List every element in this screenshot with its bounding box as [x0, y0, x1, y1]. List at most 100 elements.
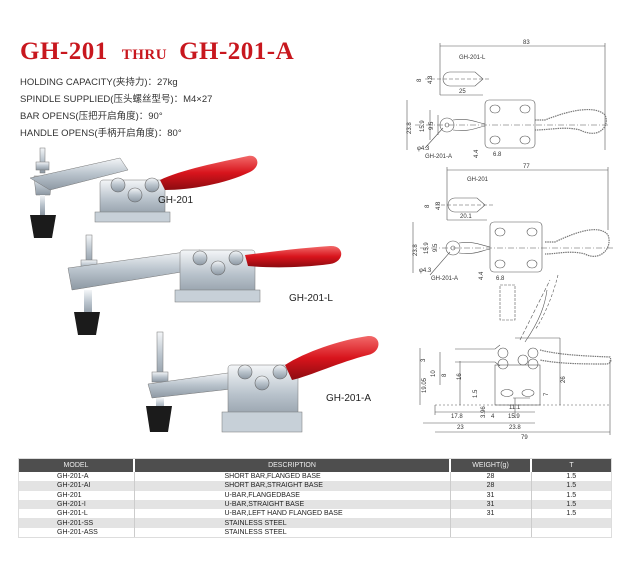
dim-side-238: 23.8 [509, 425, 521, 431]
cell-description: U-BAR,FLANGEDBASE [134, 490, 451, 500]
cell-description: SHORT BAR,FLANGED BASE [134, 472, 451, 482]
technical-drawings: 83 GH-201-L 8 4.8 25 23.8 15.9 9.5 φ4.3 … [406, 40, 613, 441]
product-gh-201-a-image [146, 331, 379, 433]
dim-top-h95: 9.5 [429, 121, 435, 130]
col-header-t: T [531, 459, 611, 472]
callout-top-a: GH-201-A [425, 154, 452, 160]
dim-side-111: 11.1 [509, 405, 521, 411]
cell-description: STAINLESS STEEL [134, 518, 451, 528]
cell-t [531, 527, 611, 538]
dim-side-7: 7 [544, 392, 550, 396]
cell-t: 1.5 [531, 499, 611, 510]
dim-top-overall: 83 [523, 40, 530, 46]
dim-top-h159: 15.9 [420, 120, 426, 132]
product-label-gh-201-a: GH-201-A [326, 393, 372, 404]
dim-side-396: 3.96 [481, 406, 487, 418]
title-model-from: GH-201 [20, 38, 108, 65]
dim-mid-h48: 4.8 [436, 201, 442, 210]
drawing-top-view-l [406, 43, 610, 150]
cell-t: 1.5 [531, 481, 611, 491]
dim-side-10: 10 [431, 370, 437, 377]
drawing-side-view [419, 279, 612, 435]
cell-weight: 31 [450, 509, 532, 519]
spec-bar-opens: BAR OPENS(压把开启角度)：90° [20, 111, 163, 122]
dim-top-h48: 4.8 [428, 75, 434, 84]
dim-side-23: 23 [457, 425, 464, 431]
cell-description: U-BAR,LEFT HAND FLANGED BASE [134, 509, 451, 519]
dim-top-w25: 25 [459, 89, 466, 95]
title-model-to: GH-201-A [179, 38, 295, 65]
product-gh-201-image [29, 147, 258, 238]
dim-mid-w201: 20.1 [460, 214, 472, 220]
dim-side-16: 16 [457, 373, 463, 380]
dim-mid-h8: 8 [425, 204, 431, 208]
cell-t: 1.5 [531, 490, 611, 500]
dim-mid-hole: φ4.3 [419, 268, 432, 274]
dim-mid-overall: 77 [523, 164, 530, 170]
dim-top-d68: 6.8 [493, 152, 502, 158]
product-photos [29, 147, 379, 433]
cell-model: GH-201 [19, 490, 135, 500]
cell-model: GH-201-A [19, 472, 135, 482]
dim-top-h8: 8 [417, 78, 423, 82]
callout-mid-a: GH-201-A [431, 276, 458, 282]
dim-mid-h238: 23.8 [413, 244, 419, 256]
dim-top-hole: φ4.3 [417, 146, 430, 152]
cell-model: GH-201-ASS [19, 527, 135, 538]
product-label-gh-201-l: GH-201-L [289, 293, 333, 304]
dimension-labels: 83 GH-201-L 8 4.8 25 23.8 15.9 9.5 φ4.3 … [407, 40, 530, 282]
cell-weight [450, 518, 532, 528]
cell-t: 1.5 [531, 509, 611, 519]
dim-side-3: 3 [421, 358, 427, 362]
callout-mid: GH-201 [467, 177, 489, 183]
cell-description: U-BAR,STRAIGHT BASE [134, 499, 451, 510]
dim-side-159: 15.9 [508, 414, 520, 420]
dim-mid-h159: 15.9 [424, 242, 430, 254]
callout-top-l: GH-201-L [459, 55, 486, 61]
spec-handle-opens: HANDLE OPENS(手柄开启角度)：80° [20, 128, 182, 139]
cell-t: 1.5 [531, 472, 611, 482]
cell-description: SHORT BAR,STRAIGHT BASE [134, 481, 451, 491]
cell-weight: 28 [450, 481, 532, 491]
cell-weight [450, 527, 532, 538]
dim-side-4: 4 [491, 414, 495, 420]
dim-side-8: 8 [442, 373, 448, 377]
drawing-top-view [412, 167, 613, 331]
cell-model: GH-201-L [19, 509, 135, 519]
dim-mid-d68: 6.8 [496, 276, 505, 282]
cell-weight: 28 [450, 472, 532, 482]
table-header-row: MODEL DESCRIPTION WEIGHT(g) T [19, 459, 611, 472]
dim-side-79: 79 [521, 435, 528, 441]
cell-weight: 31 [450, 499, 532, 510]
product-label-gh-201: GH-201 [158, 195, 194, 206]
dim-top-h238: 23.8 [407, 122, 413, 134]
cell-model: GH-201-I [19, 499, 135, 510]
col-header-model: MODEL [19, 459, 135, 472]
cell-model: GH-201-AI [19, 481, 135, 491]
spec-spindle: SPINDLE SUPPLIED(压头螺丝型号)：M4×27 [20, 94, 213, 105]
dim-side-15: 1.5 [473, 389, 479, 398]
spec-holding-capacity: HOLDING CAPACITY(夹持力)：27kg [20, 77, 178, 88]
col-header-weight: WEIGHT(g) [450, 459, 532, 472]
side-dimension-labels: 3 10 19.05 8 16 1.5 7 26 11.1 3.96 17.8 … [421, 358, 567, 441]
col-header-description: DESCRIPTION [134, 459, 451, 472]
dim-side-26: 26 [561, 376, 567, 383]
dim-mid-h95: 9.5 [433, 243, 439, 252]
cell-weight: 31 [450, 490, 532, 500]
dim-top-d44: 4.4 [474, 149, 480, 158]
cell-description: STAINLESS STEEL [134, 527, 451, 538]
dim-side-178: 17.8 [451, 414, 463, 420]
dim-side-1905: 19.05 [422, 377, 428, 393]
title-thru: THRU [121, 47, 168, 63]
cell-model: GH-201-SS [19, 518, 135, 528]
product-gh-201-l-image [67, 234, 342, 335]
dim-mid-d44: 4.4 [479, 271, 485, 280]
